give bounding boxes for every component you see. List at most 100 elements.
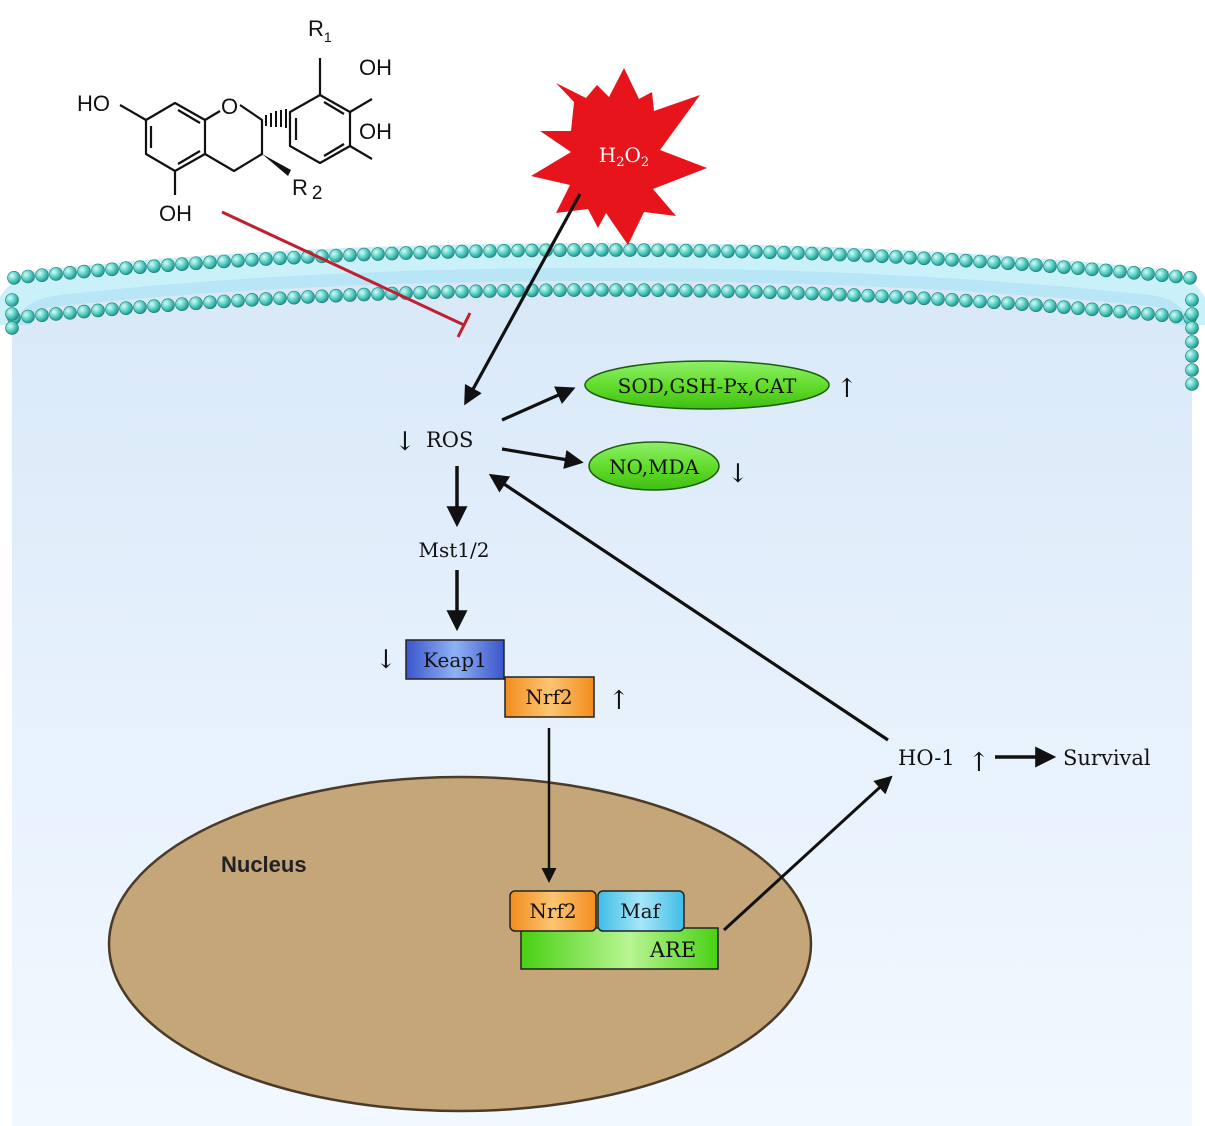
membrane-lipid-head (1099, 263, 1113, 278)
membrane-lipid-head (875, 289, 889, 304)
membrane-lipid-head (959, 293, 973, 308)
membrane-lipid-head (5, 307, 19, 321)
membrane-lipid-head (119, 301, 133, 316)
membrane-lipid-head (833, 287, 847, 302)
membrane-lipid-head (469, 284, 483, 299)
membrane-lipid-head (343, 248, 357, 262)
membrane-lipid-head (343, 288, 357, 302)
survival-label: Survival (1063, 746, 1151, 770)
membrane-lipid-head (749, 285, 763, 299)
membrane-lipid-head (679, 243, 693, 258)
membrane-lipid-head (1141, 267, 1155, 281)
membrane-lipid-head (763, 285, 777, 300)
membrane-lipid-head (49, 307, 63, 321)
membrane-lipid-head (777, 285, 791, 300)
membrane-lipid-head (931, 292, 945, 306)
ros-label: ROS (426, 428, 473, 452)
membrane-lipid-head (791, 286, 805, 300)
membrane-lipid-head (147, 259, 161, 273)
membrane-lipid-head (5, 293, 19, 307)
membrane-lipid-head (959, 253, 973, 268)
membrane-lipid-head (567, 283, 581, 297)
membrane-lipid-head (105, 262, 119, 277)
membrane-lipid-head (203, 295, 217, 310)
nrf2-up-arrow: ↑ (608, 686, 630, 716)
ho1-label: HO-1 (898, 746, 955, 770)
enzymes-up-arrow: ↑ (836, 374, 858, 404)
membrane-lipid-head (595, 283, 609, 297)
membrane-lipid-head (1057, 260, 1071, 274)
nucleus (107, 775, 813, 1113)
membrane-lipid-head (231, 253, 245, 268)
membrane-lipid-head (707, 244, 721, 258)
stereo-wedge-bond (262, 154, 291, 176)
membrane-lipid-head (581, 283, 595, 297)
ho-left-label: HO (77, 91, 110, 116)
membrane-lipid-head (511, 283, 525, 298)
membrane-lipid-head (987, 295, 1001, 310)
membrane-lipid-head (245, 253, 259, 267)
membrane-lipid-head (595, 243, 609, 257)
maf-box (597, 890, 685, 932)
membrane-lipid-head (287, 290, 301, 305)
membrane-lipid-head (679, 283, 693, 298)
r1-label: R1 (308, 16, 332, 45)
keap1-box (405, 639, 505, 680)
membrane-lipid-head (259, 292, 273, 306)
membrane-lipid-head (623, 283, 637, 297)
membrane-lipid-head (91, 303, 105, 318)
membrane-lipid-head (231, 293, 245, 308)
membrane-lipid-head (483, 244, 497, 258)
membrane-lipid-head (147, 299, 161, 313)
membrane-outer-leaflet (7, 243, 1197, 285)
membrane-lipid-head (889, 290, 903, 304)
membrane-lipid-head (329, 288, 343, 303)
membrane-lipid-head (917, 291, 931, 306)
membrane-lipid-head (1155, 268, 1169, 283)
membrane-lipid-head (399, 246, 413, 260)
oh-bottom-label: OH (159, 201, 192, 226)
keap1-down-arrow: ↓ (375, 645, 397, 675)
arrow-ros-to-enzymes (501, 386, 576, 422)
membrane-lipid-head (77, 264, 91, 279)
membrane-lipid-head (651, 283, 665, 298)
membrane-lipid-head (217, 294, 231, 309)
membrane-lipid-head (63, 265, 77, 280)
membrane-lipid-head (7, 271, 21, 285)
membrane-lipid-head (1169, 309, 1183, 324)
membrane-lipid-head (21, 309, 35, 324)
membrane-lipid-head (637, 243, 651, 257)
membrane-lipid-head (987, 255, 1001, 270)
membrane-lipid-head (1071, 261, 1085, 276)
membrane-lipid-head (469, 244, 483, 259)
membrane-lipid-head (805, 246, 819, 261)
membrane-lipid-head (693, 243, 707, 258)
membrane-lipid-head (1001, 256, 1015, 271)
membrane-lipid-head (161, 298, 175, 312)
membrane-lipid-head (1043, 299, 1057, 313)
membrane-lipid-head (903, 250, 917, 265)
nrf2-label: Nrf2 (525, 685, 572, 709)
membrane-lipid-head (1113, 304, 1127, 319)
membrane-lipid-head (119, 261, 133, 276)
membrane-lipid-head (609, 243, 623, 257)
membrane-lipid-head (945, 293, 959, 307)
membrane-lipid-head (175, 297, 189, 311)
nuclear-nrf2-box (509, 890, 597, 932)
maf-label: Maf (620, 899, 661, 923)
oxidative-markers-label: NO,MDA (609, 455, 700, 479)
membrane-lipid-head (455, 284, 469, 299)
membrane-lipid-head (273, 291, 287, 306)
membrane-lipid-head (1099, 303, 1113, 318)
membrane-lipid-head (707, 284, 721, 298)
markers-down-arrow: ↓ (727, 459, 749, 489)
membrane-lipid-head (553, 283, 567, 297)
membrane-lipid-head (539, 283, 553, 298)
arrow-are-to-ho1 (722, 775, 893, 932)
membrane-lipid-head (1057, 300, 1071, 314)
membrane-lipid-head (1185, 377, 1199, 391)
membrane-lipid-head (665, 243, 679, 258)
membrane-lipid-head (1015, 297, 1029, 311)
membrane-lipid-head (133, 260, 147, 274)
